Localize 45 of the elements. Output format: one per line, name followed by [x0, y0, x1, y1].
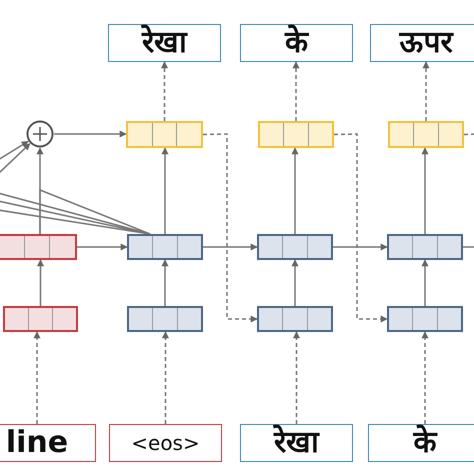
connector-line: [464, 133, 474, 136]
decoder-vector: [127, 306, 203, 332]
attention-vector: [388, 121, 464, 148]
arrow: [292, 61, 300, 121]
arrow: [333, 244, 388, 250]
arrow: [162, 259, 168, 306]
arrow: [77, 244, 128, 250]
arrow: [162, 147, 168, 234]
arrow: [422, 147, 428, 234]
attention-vector: [258, 121, 334, 148]
arrow: [422, 61, 430, 121]
arrow: [37, 259, 44, 306]
decoder-vector: [127, 234, 203, 260]
connector-line: [39, 188, 150, 235]
arrow: [292, 259, 298, 306]
arrow: [422, 331, 428, 424]
sum-circle: [26, 120, 54, 148]
connector-line: [463, 246, 474, 248]
arrow: [34, 331, 40, 424]
arrow: [0, 143, 30, 175]
arrow: [293, 331, 300, 424]
arrow: [292, 147, 298, 234]
arrow: [422, 259, 428, 306]
encoder-vector: [3, 306, 78, 332]
output-word-box: के: [240, 24, 353, 62]
encoder-vector: [0, 234, 77, 260]
input-word-box: line: [0, 424, 96, 462]
decoder-vector: [257, 306, 333, 332]
arrow: [54, 130, 127, 138]
input-word-box: के: [368, 424, 474, 462]
attention-vector: [126, 121, 203, 148]
arrow: [0, 140, 29, 161]
arrow: [162, 331, 169, 424]
arrow: [334, 133, 388, 322]
output-word-box: ऊपर: [370, 24, 474, 62]
decoder-vector: [387, 234, 463, 260]
arrow: [203, 244, 258, 250]
decoder-vector: [257, 234, 333, 260]
input-word-box: रेखा: [240, 424, 353, 462]
decoder-vector: [387, 306, 463, 332]
input-word-box: <eos>: [109, 424, 222, 462]
arrow: [202, 133, 258, 322]
output-word-box: रेखा: [108, 24, 221, 62]
arrow: [161, 61, 168, 121]
connector-line: [0, 209, 150, 235]
